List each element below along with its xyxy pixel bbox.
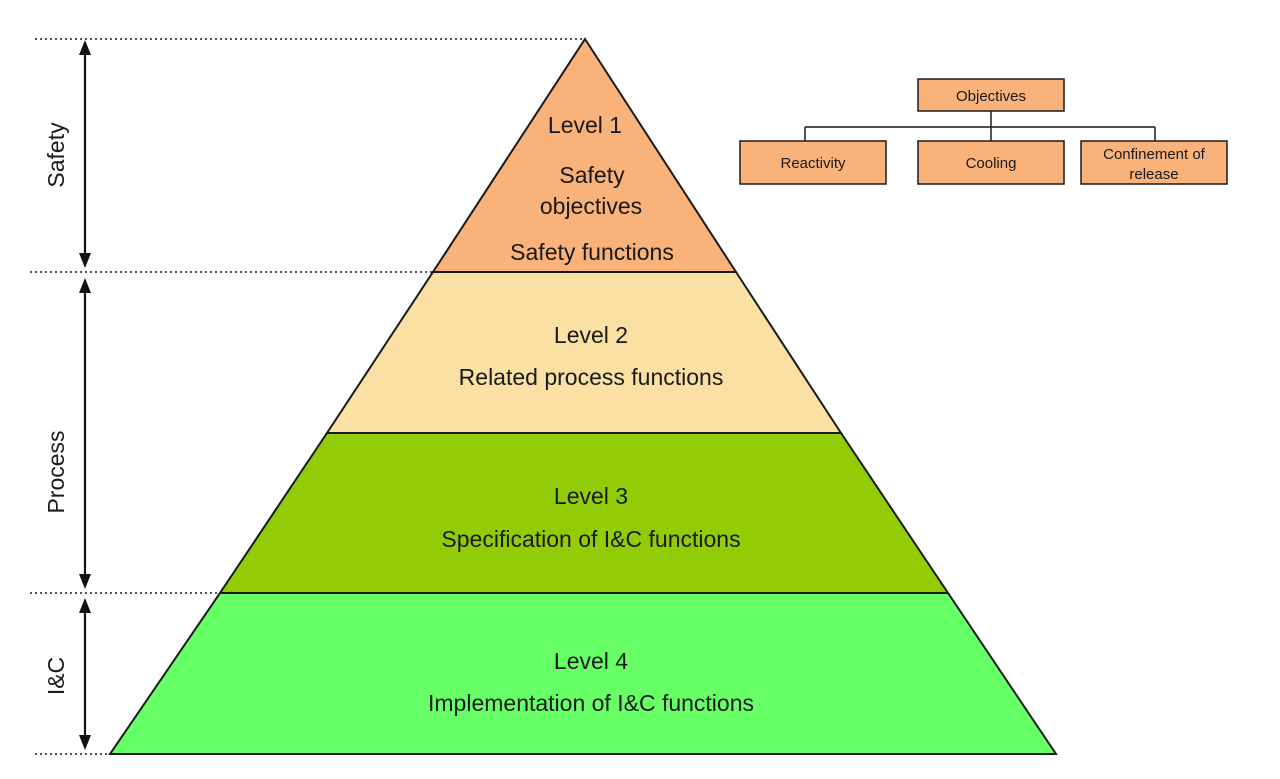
level-1-line-3: Safety functions bbox=[510, 239, 674, 265]
pyramid-level-1 bbox=[431, 37, 738, 273]
level-1-text: Level 1 Safety objectives Safety functio… bbox=[510, 112, 674, 265]
level-3-text: Level 3 Specification of I&C functions bbox=[441, 483, 740, 552]
level-2-title: Level 2 bbox=[554, 322, 628, 348]
objectives-box bbox=[917, 78, 1065, 112]
level-1-line-1: Safety bbox=[559, 162, 625, 188]
cooling-label: Cooling bbox=[966, 155, 1017, 172]
objectives-label: Objectives bbox=[956, 88, 1026, 105]
level-3-title: Level 3 bbox=[554, 483, 628, 509]
level-4-text: Level 4 Implementation of I&C functions bbox=[428, 648, 754, 716]
reactivity-label: Reactivity bbox=[780, 155, 846, 172]
tree-connectors bbox=[804, 111, 1156, 141]
side-label-safety: Safety bbox=[43, 122, 69, 188]
ic-arrow bbox=[79, 598, 91, 750]
pyramid-level-2 bbox=[325, 271, 843, 434]
side-label-process: Process bbox=[43, 430, 69, 513]
level-1-line-2: objectives bbox=[540, 193, 642, 219]
guide-lines bbox=[30, 38, 585, 755]
cooling-box bbox=[917, 140, 1065, 185]
objectives-tree: Objectives Reactivity Cooling Confinemen… bbox=[739, 78, 1228, 185]
side-arrows bbox=[79, 40, 91, 750]
confinement-label-line-2: release bbox=[1129, 166, 1178, 183]
reactivity-box bbox=[739, 140, 887, 185]
pyramid-level-3 bbox=[218, 432, 950, 594]
level-2-line-1: Related process functions bbox=[459, 364, 724, 390]
pyramid bbox=[108, 37, 1058, 755]
level-3-line-1: Specification of I&C functions bbox=[441, 526, 740, 552]
side-label-ic: I&C bbox=[43, 657, 69, 695]
confinement-box bbox=[1080, 140, 1228, 185]
process-arrow bbox=[79, 278, 91, 589]
level-4-line-1: Implementation of I&C functions bbox=[428, 690, 754, 716]
level-2-text: Level 2 Related process functions bbox=[459, 322, 724, 390]
safety-arrow bbox=[79, 40, 91, 268]
level-4-title: Level 4 bbox=[554, 648, 628, 674]
level-1-title: Level 1 bbox=[548, 112, 622, 138]
confinement-label-line-1: Confinement of bbox=[1103, 146, 1206, 163]
